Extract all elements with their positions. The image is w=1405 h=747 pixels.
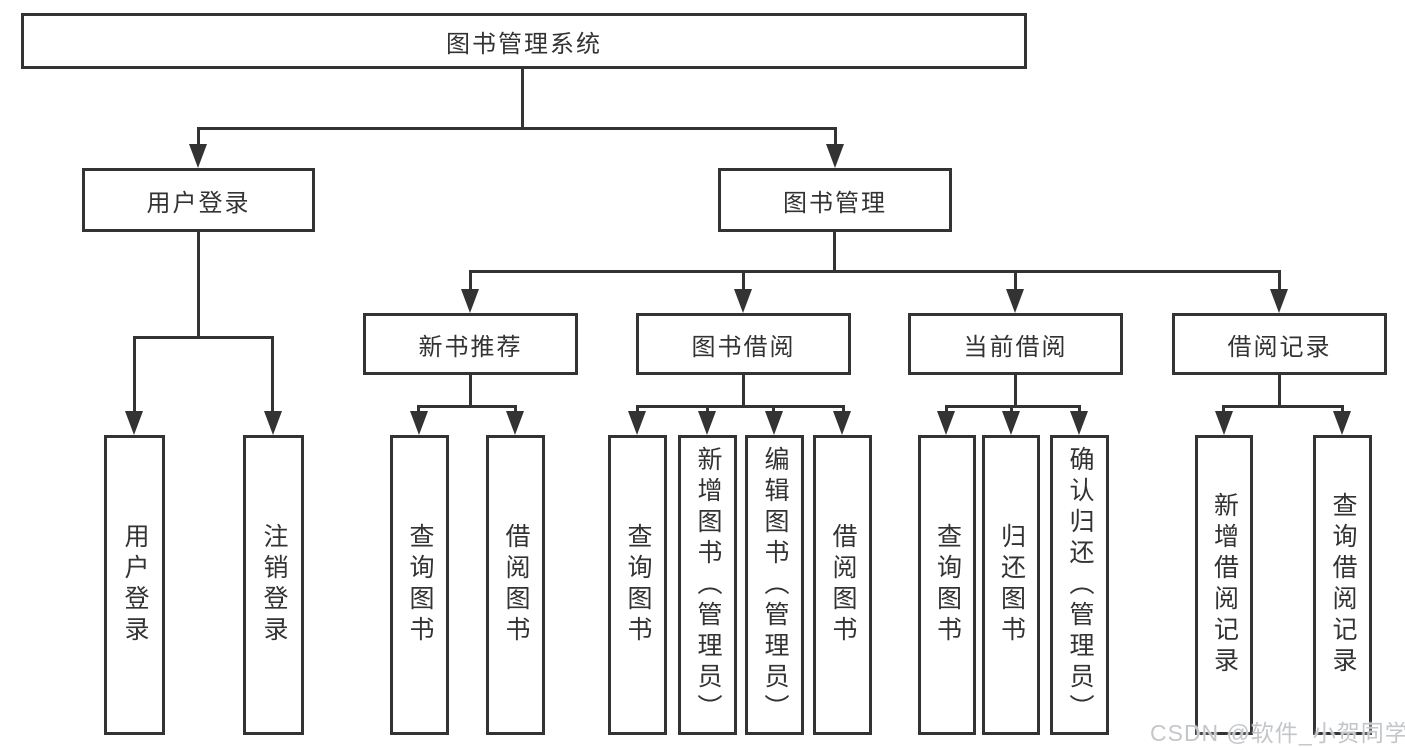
connector-hbar [945, 405, 1081, 408]
arrow-down-icon [698, 411, 716, 435]
connector-stem [1222, 405, 1225, 415]
arrow-down-icon [1270, 289, 1288, 313]
leaf-label: 查询借阅记录 [1329, 492, 1357, 678]
connector-stem [945, 405, 948, 415]
leaf-label: 查询图书 [406, 523, 434, 647]
node-label: 当前借阅 [963, 333, 1068, 361]
leaf-borrow-books-recommend: 借阅图书 [486, 435, 545, 735]
arrow-down-icon [410, 411, 428, 435]
leaf-label: 归还图书 [997, 523, 1026, 647]
connector-stem [1278, 270, 1281, 292]
node-book-management: 图书管理 [718, 168, 952, 232]
csdn-watermark: CSDN @软件_小贺同学 [1150, 720, 1405, 746]
leaf-query-books-current: 查询图书 [918, 435, 976, 735]
connector-stem [514, 405, 517, 415]
leaf-add-borrow-record: 新增借阅记录 [1195, 435, 1253, 735]
node-label: 图书借阅 [691, 333, 796, 361]
node-current-borrowing: 当前借阅 [908, 313, 1123, 375]
arrow-down-icon [833, 411, 851, 435]
connector-stem [706, 405, 709, 415]
leaf-query-books-borrowing: 查询图书 [608, 435, 667, 735]
connector-book-mgmt-stem [833, 232, 836, 270]
node-borrowing-records: 借阅记录 [1172, 313, 1387, 375]
leaf-query-books-recommend: 查询图书 [390, 435, 449, 735]
leaf-label: 新增借阅记录 [1210, 492, 1239, 678]
leaf-label: 编辑图书（管理员） [761, 445, 789, 725]
connector-stem [197, 127, 200, 150]
arrow-down-icon [1006, 289, 1024, 313]
leaf-borrow-books-borrowing: 借阅图书 [813, 435, 872, 735]
node-label: 借阅记录 [1227, 333, 1332, 361]
arrow-down-icon [826, 144, 844, 168]
node-new-book-recommend: 新书推荐 [363, 313, 578, 375]
connector-hbar [417, 405, 517, 408]
connector-hbar [1222, 405, 1343, 408]
connector-root-hbar [197, 127, 837, 130]
leaf-confirm-return-admin: 确认归还（管理员） [1050, 435, 1109, 735]
connector-stem [417, 405, 420, 415]
leaf-label: 确认归还（管理员） [1066, 445, 1094, 725]
connector-stem [742, 375, 745, 405]
arrow-down-icon [461, 289, 479, 313]
arrow-down-icon [628, 411, 646, 435]
connector-stem [1014, 270, 1017, 292]
leaf-label: 新增图书（管理员） [694, 445, 722, 725]
connector-root-stem [521, 69, 524, 127]
leaf-label: 查询图书 [933, 523, 962, 647]
arrow-down-icon [1215, 411, 1233, 435]
arrow-down-icon [1333, 411, 1351, 435]
leaf-label: 用户登录 [121, 523, 149, 647]
leaf-return-book: 归还图书 [982, 435, 1040, 735]
connector-user-login-hbar [133, 336, 274, 339]
arrow-down-icon [1070, 411, 1088, 435]
leaf-label: 借阅图书 [502, 523, 530, 647]
connector-stem [1010, 405, 1013, 415]
connector-stem [1278, 375, 1281, 405]
leaf-add-book-admin: 新增图书（管理员） [678, 435, 737, 735]
leaf-label: 查询图书 [624, 523, 652, 647]
arrow-down-icon [765, 411, 783, 435]
connector-stem [1014, 375, 1017, 405]
connector-stem [742, 270, 745, 292]
leaf-label: 注销登录 [260, 523, 288, 647]
connector-user-login-stem [197, 232, 200, 336]
connector-level3-hbar [469, 270, 1281, 273]
node-label: 图书管理 [783, 189, 887, 217]
connector-stem [133, 336, 136, 414]
leaf-logout: 注销登录 [243, 435, 304, 735]
connector-stem [772, 405, 775, 415]
connector-stem [469, 270, 472, 292]
node-label: 新书推荐 [418, 333, 523, 361]
arrow-down-icon [1002, 411, 1020, 435]
node-label: 用户登录 [146, 189, 251, 217]
arrow-down-icon [264, 411, 282, 435]
connector-stem [1341, 405, 1344, 415]
node-user-login: 用户登录 [82, 168, 315, 232]
arrow-down-icon [125, 411, 143, 435]
leaf-edit-book-admin: 编辑图书（管理员） [745, 435, 804, 735]
connector-hbar [636, 405, 845, 408]
connector-stem [469, 375, 472, 405]
connector-stem [271, 336, 274, 414]
arrow-down-icon [189, 144, 207, 168]
node-book-borrowing: 图书借阅 [636, 313, 851, 375]
leaf-query-borrow-record: 查询借阅记录 [1313, 435, 1372, 735]
connector-stem [1078, 405, 1081, 415]
connector-stem [834, 127, 837, 150]
connector-stem [636, 405, 639, 415]
leaf-label: 借阅图书 [829, 523, 857, 647]
leaf-user-login: 用户登录 [104, 435, 165, 735]
arrow-down-icon [937, 411, 955, 435]
node-library-management-system: 图书管理系统 [21, 13, 1027, 69]
connector-stem [842, 405, 845, 415]
arrow-down-icon [506, 411, 524, 435]
arrow-down-icon [734, 289, 752, 313]
node-label: 图书管理系统 [446, 30, 602, 58]
